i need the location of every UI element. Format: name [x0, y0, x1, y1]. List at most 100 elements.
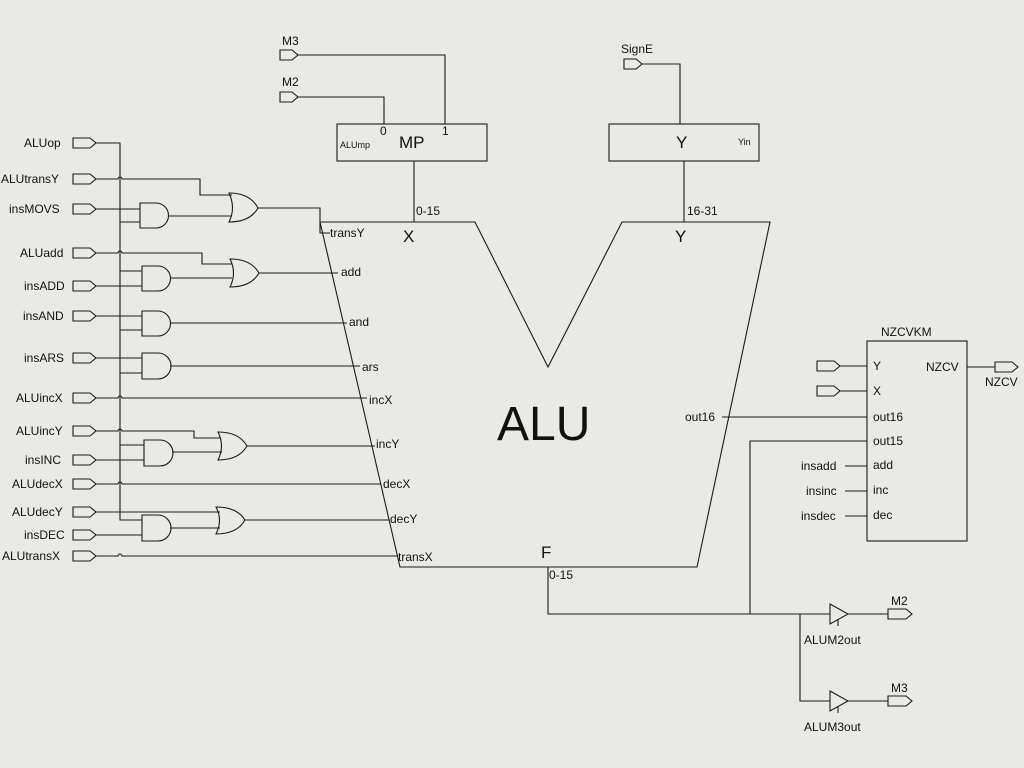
nzcvkm-pin-y: Y: [873, 359, 881, 373]
alu-out16-label: out16: [685, 410, 715, 424]
nzcvkm-pin-dec: dec: [873, 508, 892, 522]
alu-body: [319, 221, 771, 568]
alu-y-range: 16-31: [687, 204, 718, 218]
input-flag-insmovs: [72, 203, 97, 215]
nzcvkm-pin-inc: inc: [873, 483, 888, 497]
m2-out-buffer: [829, 603, 850, 625]
alu-x-range: 0-15: [416, 204, 440, 218]
or-gate-decy: [215, 506, 246, 535]
input-label-insadd: insADD: [24, 279, 65, 293]
input-flag-insdec: [72, 529, 97, 541]
mp-box: [336, 123, 488, 162]
nzcvkm-pin-nzcv: NZCV: [926, 360, 959, 374]
input-flag-insars: [72, 352, 97, 364]
input-flag-alutransy: [72, 173, 97, 185]
input-label-aluincx: ALUincX: [16, 391, 63, 405]
aluop-bus: [96, 142, 121, 512]
input-label-insmovs: insMOVS: [9, 202, 60, 216]
m2-enable-label: ALUM2out: [804, 633, 861, 647]
aluincy-wire: [96, 428, 220, 439]
nzcv-output-flag: [994, 361, 1019, 373]
nzcv-output-label: NZCV: [985, 375, 1018, 389]
mp-pin0: 0: [380, 124, 387, 138]
input-label-aluop: ALUop: [24, 136, 61, 150]
signe-input-wire: [642, 63, 681, 124]
input-label-aludecx: ALUdecX: [12, 477, 63, 491]
input-flag-insadd: [72, 280, 97, 292]
aluincx-wire: [96, 395, 367, 399]
alu-port-transx: transX: [398, 550, 433, 564]
nzcvkm-pin-x: X: [873, 384, 881, 398]
m3-input-label: M3: [282, 34, 299, 48]
nzcv-y-input-flag: [816, 360, 841, 372]
m2-input-wire: [298, 96, 385, 124]
input-flag-aluincx: [72, 392, 97, 404]
nzcv-ext-insinc: insinc: [806, 484, 837, 498]
alu-x-label: X: [403, 227, 414, 246]
or1-to-transy: [258, 207, 330, 234]
and-gate-and: [141, 310, 172, 337]
m2-input-label: M2: [282, 75, 299, 89]
input-flag-aluadd: [72, 247, 97, 259]
input-flag-alutransx: [72, 550, 97, 562]
m2-output-label: M2: [891, 594, 908, 608]
m3-input-wire: [298, 54, 446, 124]
or-gate-incy: [217, 431, 248, 461]
m3-out-buffer: [829, 690, 850, 712]
nzcv-ext-insdec: insdec: [801, 509, 836, 523]
nzcvkm-pin-out16: out16: [873, 410, 903, 424]
nzcvkm-title: NZCVKM: [881, 325, 932, 339]
alu-y-label: Y: [675, 227, 686, 246]
mp-pin1: 1: [442, 124, 449, 138]
alu-f-range: 0-15: [549, 568, 573, 582]
mp-sub: ALUmp: [340, 140, 370, 150]
signe-input-flag: [623, 58, 643, 70]
nzcv-ext-insadd: insadd: [801, 459, 836, 473]
alu-port-transy: transY: [330, 226, 365, 240]
m2-output-flag: [887, 608, 913, 620]
alu-port-ars: ars: [362, 360, 379, 374]
alutransx-wire: [96, 553, 397, 557]
input-ports: ALUop ALUtransY insMOVS ALUadd insADD in…: [1, 136, 97, 563]
mp-title: MP: [399, 133, 425, 152]
alu-port-decx: decX: [383, 477, 410, 491]
alutransy-wire: [96, 176, 232, 196]
m3-input-flag: [279, 49, 299, 61]
and-gate-inc: [143, 439, 174, 467]
input-flag-insinc: [72, 454, 97, 466]
input-flag-aluincy: [72, 425, 97, 437]
nzcvkm-pin-out15: out15: [873, 434, 903, 448]
and-gate-add: [141, 265, 172, 292]
alu-port-decy: decY: [390, 512, 417, 526]
alu-title: ALU: [497, 398, 590, 451]
alu-port-incy: incY: [376, 437, 399, 451]
m3-branch-wire: [799, 614, 830, 702]
input-label-insars: insARS: [24, 351, 64, 365]
aluadd-wire: [96, 250, 232, 265]
and-gate-ars: [141, 352, 172, 380]
signe-input-label: SignE: [621, 42, 653, 56]
input-flag-insand: [72, 310, 97, 322]
input-label-alutransy: ALUtransY: [1, 172, 59, 186]
alu-f-bus: [547, 567, 830, 615]
input-label-aluincy: ALUincY: [16, 424, 63, 438]
alu-port-and: and: [349, 315, 369, 329]
nzcvkm-pin-add: add: [873, 458, 893, 472]
aludecy-wire: [96, 511, 142, 521]
m3-output-label: M3: [891, 681, 908, 695]
and-gate-movs: [139, 202, 170, 229]
alu-f-label: F: [541, 543, 551, 562]
y-box-title: Y: [676, 133, 687, 152]
aludecx-wire: [96, 481, 381, 485]
or-gate-transy: [228, 192, 259, 223]
input-label-insdec: insDEC: [24, 528, 65, 542]
and-gate-dec: [141, 514, 172, 542]
input-label-alutransx: ALUtransX: [2, 549, 60, 563]
y-box-sub: Yin: [738, 137, 751, 147]
input-flag-aluop: [72, 137, 97, 149]
input-label-insand: insAND: [23, 309, 64, 323]
alu-port-incx: incX: [369, 393, 392, 407]
input-flag-aludecx: [72, 478, 97, 490]
nzcv-x-input-flag: [816, 385, 841, 397]
input-flag-aludecy: [72, 506, 97, 518]
